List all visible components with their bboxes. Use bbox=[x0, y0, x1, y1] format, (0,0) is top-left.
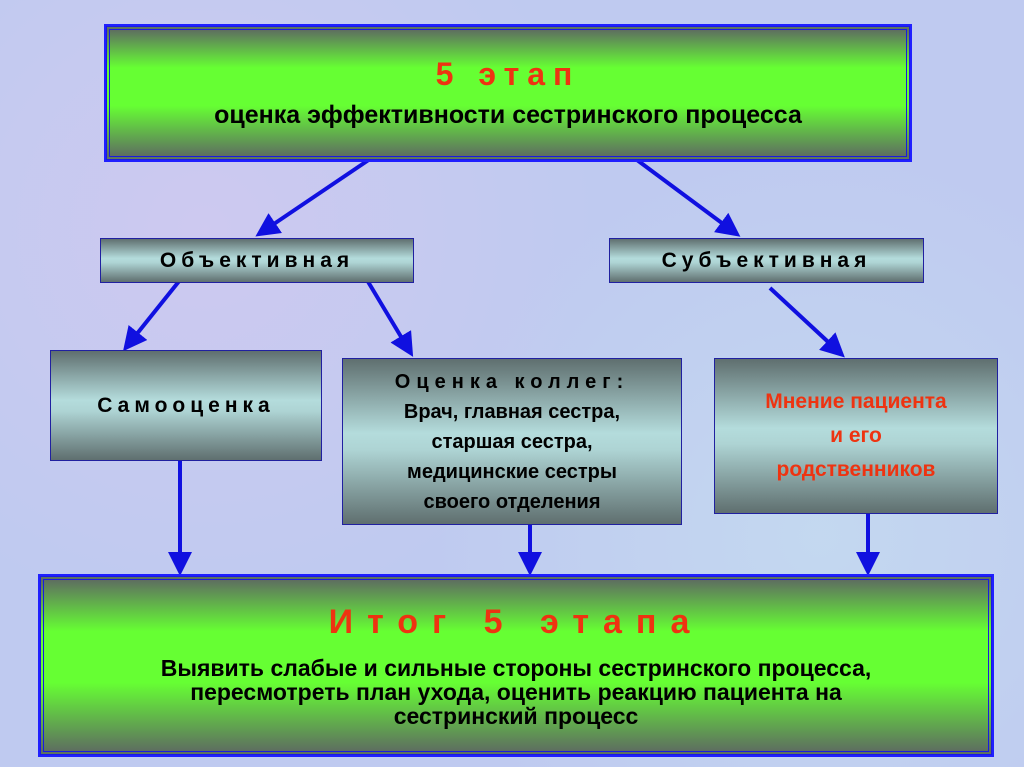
objective-label: Объективная bbox=[159, 248, 355, 272]
result-line: сестринский процесс bbox=[393, 703, 639, 729]
stage-title: 5 этап bbox=[435, 56, 581, 92]
colleagues-box: Оценка коллег: Врач, главная сестра, ста… bbox=[342, 358, 682, 525]
result-line: пересмотреть план ухода, оценить реакцию… bbox=[190, 679, 842, 705]
result-title: Итог 5 этапа bbox=[328, 603, 704, 641]
arrow bbox=[123, 278, 182, 352]
patient-line: родственников bbox=[776, 458, 936, 481]
patient-line: и его bbox=[830, 424, 882, 447]
patient-box: Мнение пациента и его родственников bbox=[714, 358, 998, 514]
stage-subtitle: оценка эффективности сестринского процес… bbox=[214, 101, 802, 129]
arrow bbox=[631, 155, 741, 237]
colleagues-line: старшая сестра, bbox=[431, 430, 593, 453]
colleagues-line: Врач, главная сестра, bbox=[403, 400, 621, 423]
arrow bbox=[365, 278, 414, 357]
arrow bbox=[255, 155, 375, 237]
colleagues-line: своего отделения bbox=[423, 490, 601, 513]
result-line: Выявить слабые и сильные стороны сестрин… bbox=[160, 655, 872, 681]
subjective-label: Субъективная bbox=[661, 248, 872, 272]
stage-box: 5 этап оценка эффективности сестринского… bbox=[104, 24, 912, 162]
patient-line: Мнение пациента bbox=[765, 390, 947, 413]
colleagues-line: медицинские сестры bbox=[407, 460, 617, 483]
result-box: Итог 5 этапа Выявить слабые и сильные ст… bbox=[38, 574, 994, 757]
objective-box: Объективная bbox=[100, 238, 414, 283]
subjective-box: Субъективная bbox=[609, 238, 924, 283]
arrow bbox=[768, 286, 845, 358]
self-assessment-label: Самооценка bbox=[97, 393, 275, 417]
self-assessment-box: Самооценка bbox=[50, 350, 322, 461]
colleagues-title: Оценка коллег: bbox=[394, 370, 630, 393]
